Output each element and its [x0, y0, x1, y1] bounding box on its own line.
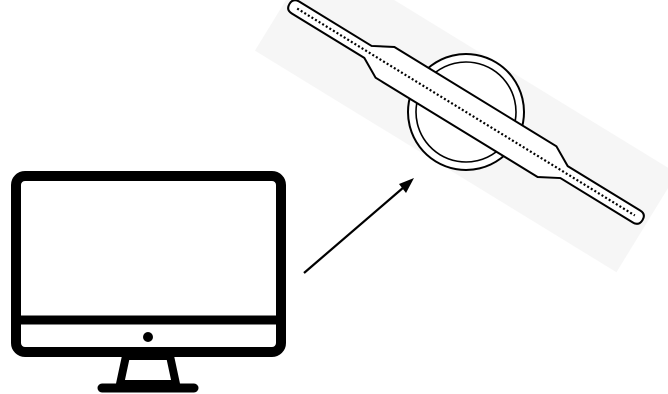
arrow-head — [399, 178, 414, 193]
monitor-bezel — [11, 171, 286, 357]
connection-arrow — [303, 178, 414, 274]
device-led-strip — [296, 7, 636, 217]
monitor-power-dot — [143, 332, 153, 342]
desktop-monitor-icon — [11, 171, 286, 393]
hologram-fan-icon — [254, 0, 668, 273]
arrow-shaft — [303, 186, 405, 274]
device-blade — [287, 0, 645, 225]
monitor-stand — [116, 352, 180, 388]
